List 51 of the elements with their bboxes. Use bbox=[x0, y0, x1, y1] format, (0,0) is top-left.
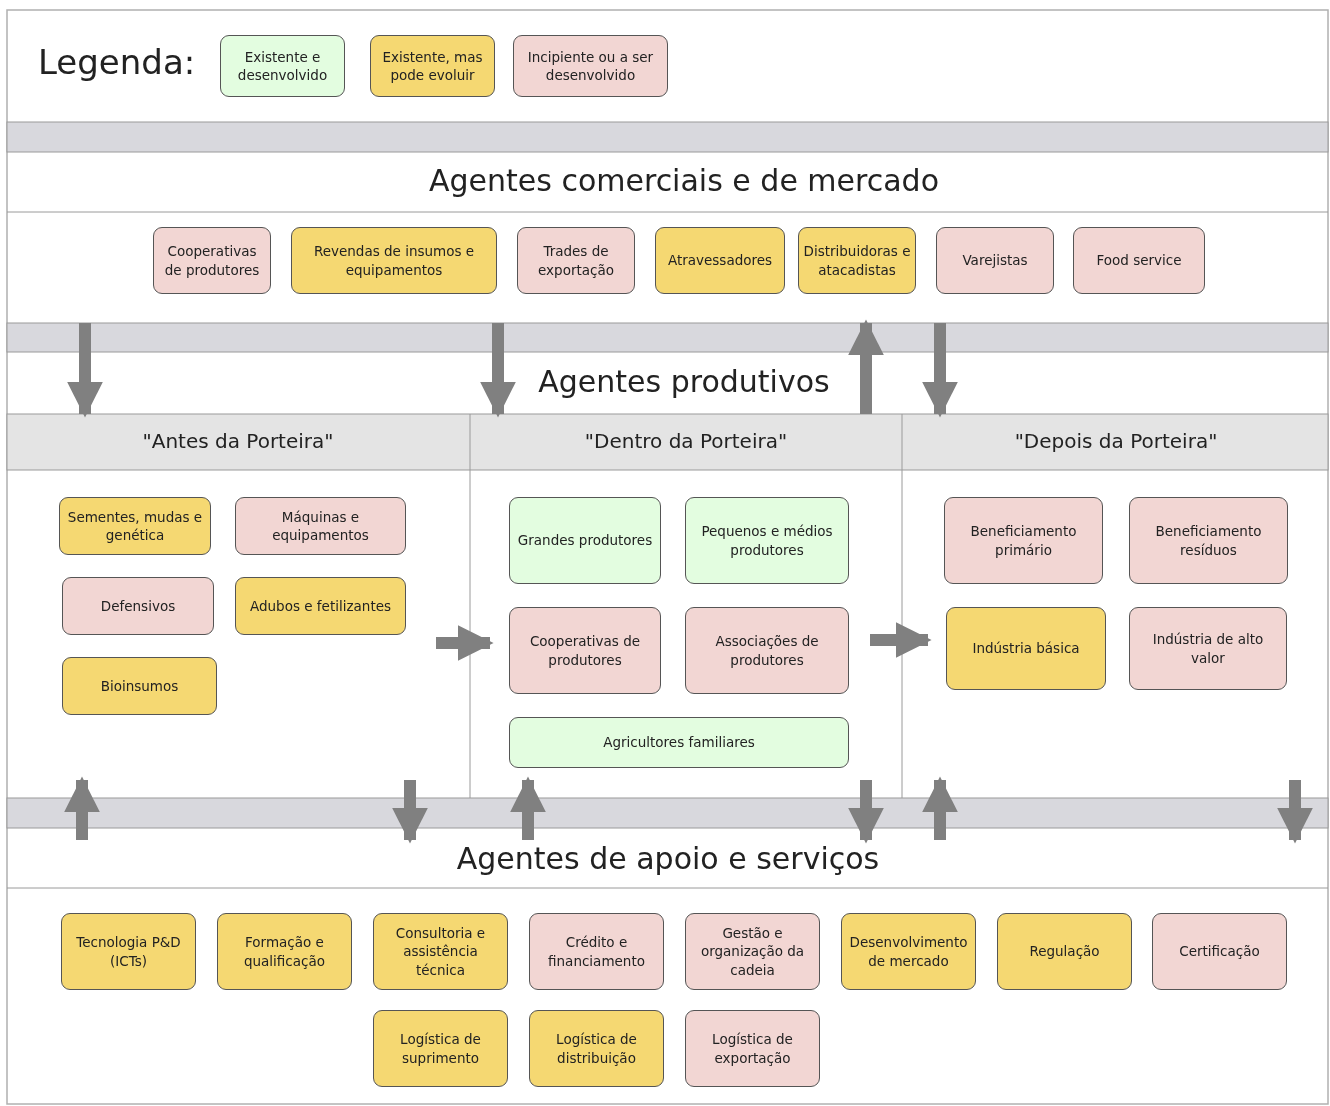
arrow bbox=[392, 780, 428, 844]
agent-box: Grandes produtores bbox=[509, 497, 661, 584]
agent-box: Indústria de alto valor bbox=[1129, 607, 1287, 690]
agent-box: Máquinas e equipamentos bbox=[235, 497, 406, 555]
agent-box: Defensivos bbox=[62, 577, 214, 635]
agent-box: Logística de distribuição bbox=[529, 1010, 664, 1087]
arrow bbox=[848, 319, 884, 414]
agent-box: Adubos e fetilizantes bbox=[235, 577, 406, 635]
column-title: "Depois da Porteira" bbox=[1014, 429, 1218, 453]
agent-box: Sementes, mudas e genética bbox=[59, 497, 211, 555]
agent-box: Varejistas bbox=[936, 227, 1054, 294]
agent-box: Logística de exportação bbox=[685, 1010, 820, 1087]
agent-box: Beneficiamento resíduos bbox=[1129, 497, 1288, 584]
agent-box: Desenvolvimento de mercado bbox=[841, 913, 976, 990]
agent-box: Beneficiamento primário bbox=[944, 497, 1103, 584]
arrow bbox=[64, 776, 100, 840]
legend-swatch: Incipiente ou a ser desenvolvido bbox=[513, 35, 668, 97]
agent-box: Pequenos e médios produtores bbox=[685, 497, 849, 584]
arrow bbox=[510, 776, 546, 840]
section-title: Agentes produtivos bbox=[538, 364, 830, 399]
agent-box: Associações de produtores bbox=[685, 607, 849, 694]
agent-box: Distribuidoras e atacadistas bbox=[798, 227, 916, 294]
arrow bbox=[922, 323, 958, 418]
agent-box: Cooperativas de produtores bbox=[153, 227, 271, 294]
legend-swatch: Existente, mas pode evoluir bbox=[370, 35, 495, 97]
agent-box: Regulação bbox=[997, 913, 1132, 990]
arrow bbox=[67, 323, 103, 418]
arrow bbox=[870, 622, 932, 658]
agent-box: Food service bbox=[1073, 227, 1205, 294]
agent-box: Logística de suprimento bbox=[373, 1010, 508, 1087]
column-title: "Antes da Porteira" bbox=[142, 429, 334, 453]
agent-box: Tecnologia P&D (ICTs) bbox=[61, 913, 196, 990]
agent-box: Indústria básica bbox=[946, 607, 1106, 690]
agent-box: Bioinsumos bbox=[62, 657, 217, 715]
agent-box: Certificação bbox=[1152, 913, 1287, 990]
agent-box: Crédito e financiamento bbox=[529, 913, 664, 990]
agent-box: Gestão e organização da cadeia bbox=[685, 913, 820, 990]
agent-box: Consultoria e assistência técnica bbox=[373, 913, 508, 990]
agent-box: Formação e qualificação bbox=[217, 913, 352, 990]
legend-swatch: Existente e desenvolvido bbox=[220, 35, 345, 97]
agent-box: Atravessadores bbox=[655, 227, 785, 294]
agent-box: Revendas de insumos e equipamentos bbox=[291, 227, 497, 294]
section-title: Agentes de apoio e serviços bbox=[456, 841, 880, 876]
section-title: Agentes comerciais e de mercado bbox=[429, 163, 939, 198]
arrow bbox=[436, 625, 494, 661]
agent-box: Trades de exportação bbox=[517, 227, 635, 294]
column-title: "Dentro da Porteira" bbox=[584, 429, 788, 453]
agent-box: Cooperativas de produtores bbox=[509, 607, 661, 694]
legend-title: Legenda: bbox=[38, 42, 196, 82]
arrow bbox=[922, 776, 958, 840]
agent-box: Agricultores familiares bbox=[509, 717, 849, 768]
